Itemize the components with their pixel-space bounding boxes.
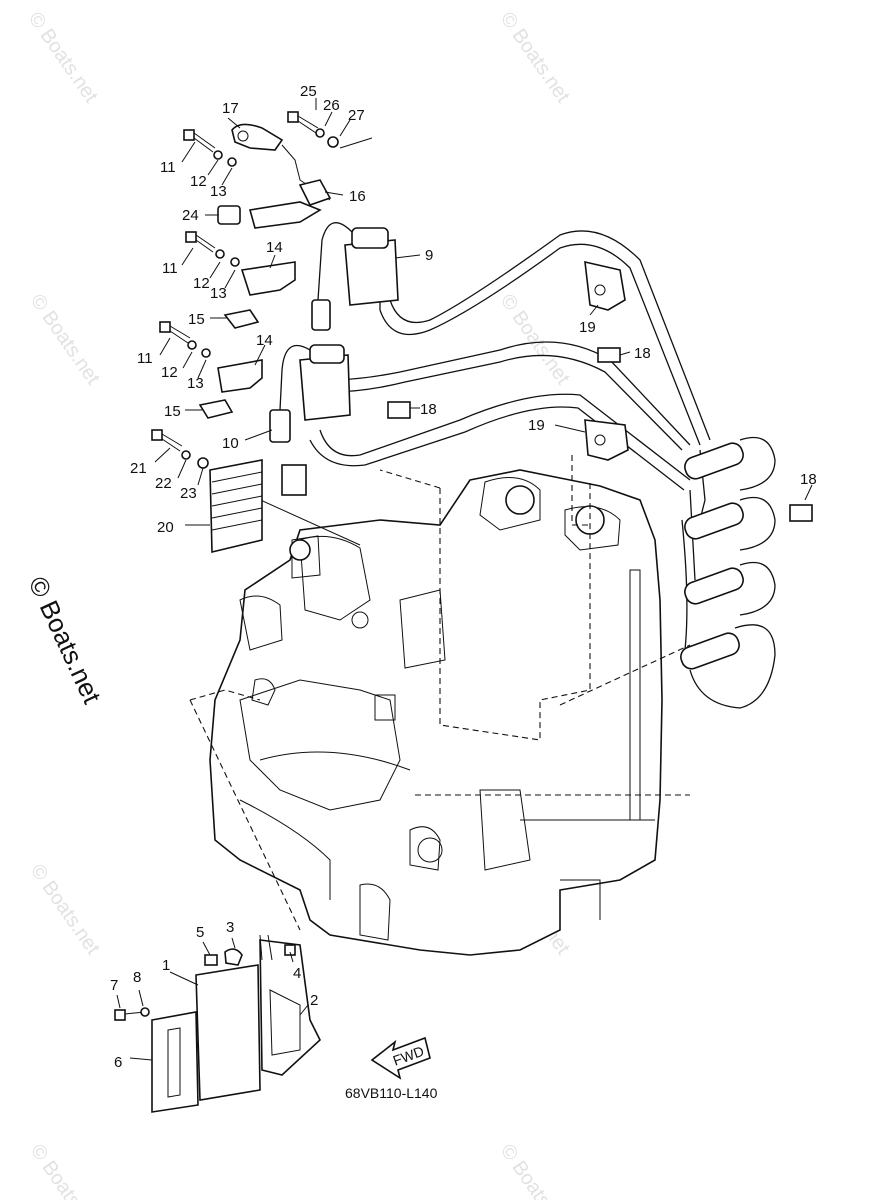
callout-10: 10 (222, 435, 239, 452)
clip-15-b (198, 399, 234, 419)
plug-caps (680, 436, 776, 709)
washer-27 (327, 136, 339, 148)
washer-26 (315, 128, 325, 138)
callout-13-a: 13 (210, 183, 227, 200)
bolt-21 (151, 429, 183, 452)
plug-cap-1 (684, 436, 776, 491)
washer-22 (181, 450, 191, 460)
cdi-unit-assembly (114, 934, 321, 1113)
washer-23 (197, 457, 209, 469)
watermark-top-right: © Boats.net (496, 8, 574, 107)
callout-6: 6 (114, 1054, 122, 1071)
clip-15-a (223, 309, 260, 329)
bracket-19-b (584, 419, 629, 461)
callout-18-b: 18 (420, 401, 437, 418)
ignition-coil-lower (269, 344, 351, 443)
washer-12-b (215, 249, 225, 259)
bracket-19-a (584, 260, 626, 311)
callout-14-b: 14 (256, 332, 273, 349)
bracket-14-b (217, 359, 263, 393)
washer-12-a (213, 150, 223, 160)
callout-27: 27 (348, 107, 365, 124)
bolt-11-a (183, 129, 216, 153)
callout-2: 2 (310, 992, 318, 1009)
callout-22: 22 (155, 475, 172, 492)
bracket-plate-24 (248, 201, 322, 229)
callout-1: 1 (162, 957, 170, 974)
watermark-bottom-left: © Boats.net (26, 1140, 104, 1200)
callout-3: 3 (226, 919, 234, 936)
callout-23: 23 (180, 485, 197, 502)
watermark-mid-left: © Boats.net (26, 290, 104, 389)
watermark-low-left: © Boats.net (26, 860, 104, 959)
bracket-14-a (240, 261, 296, 296)
rectifier-regulator-20 (209, 459, 307, 554)
bolt-11-c (159, 321, 191, 344)
watermark-bottom-right: © Boats.net (496, 1140, 574, 1200)
reference-lines (189, 455, 691, 931)
fwd-arrow: FWD (370, 1036, 431, 1080)
callout-11-a: 11 (160, 159, 176, 176)
plug-cap-3 (684, 561, 776, 616)
callout-26: 26 (323, 97, 340, 114)
washer-13-b (230, 257, 240, 267)
washer-12-c (187, 340, 197, 350)
callout-labels: 17 25 26 27 11 12 13 16 24 9 14 11 12 13… (110, 83, 817, 1071)
engine-block (209, 469, 663, 956)
bolt-25 (287, 111, 319, 134)
washer-13-a (227, 157, 237, 167)
clip-18-a (597, 347, 621, 363)
callout-13-b: 13 (210, 285, 227, 302)
plug-cap-4 (680, 624, 776, 709)
ground-lead (339, 137, 373, 149)
ignition-wires (309, 230, 711, 651)
callout-17: 17 (222, 100, 239, 117)
callout-18-a: 18 (634, 345, 651, 362)
washer-13-c (201, 348, 211, 358)
callout-12-b: 12 (193, 275, 210, 292)
callout-21: 21 (130, 460, 147, 477)
callout-24: 24 (182, 207, 199, 224)
bolt-11-b (185, 231, 216, 253)
clip-18-c (789, 504, 813, 522)
callout-11-b: 11 (162, 260, 178, 277)
callout-12-a: 12 (190, 173, 207, 190)
callout-14-a: 14 (266, 239, 283, 256)
callout-4: 4 (293, 965, 301, 982)
plug-cap-2 (684, 496, 776, 551)
callout-9: 9 (425, 247, 433, 264)
callout-16: 16 (349, 188, 366, 205)
callout-11-c: 11 (137, 350, 153, 367)
clamp-17 (231, 123, 284, 151)
leader-lines (116, 98, 813, 1061)
diagram-code: 68VB110-L140 (345, 1085, 438, 1101)
bracket-16 (298, 179, 332, 206)
callout-5: 5 (196, 924, 204, 941)
ignition-coil-upper (311, 222, 399, 331)
clip-24 (217, 205, 241, 225)
callout-8: 8 (133, 969, 141, 986)
callout-18-c: 18 (800, 471, 817, 488)
callout-12-c: 12 (161, 364, 178, 381)
callout-13-c: 13 (187, 375, 204, 392)
clip-18-b (387, 401, 411, 419)
callout-7: 7 (110, 977, 118, 994)
callout-15-b: 15 (164, 403, 181, 420)
callout-25: 25 (300, 83, 317, 100)
callout-15-a: 15 (188, 311, 205, 328)
callout-20: 20 (157, 519, 174, 536)
watermark-top-left: © Boats.net (24, 8, 102, 107)
callout-19-b: 19 (528, 417, 545, 434)
callout-19-a: 19 (579, 319, 596, 336)
watermark-mid-right: © Boats.net (496, 290, 574, 389)
watermark-side: © Boats.net (23, 572, 108, 709)
